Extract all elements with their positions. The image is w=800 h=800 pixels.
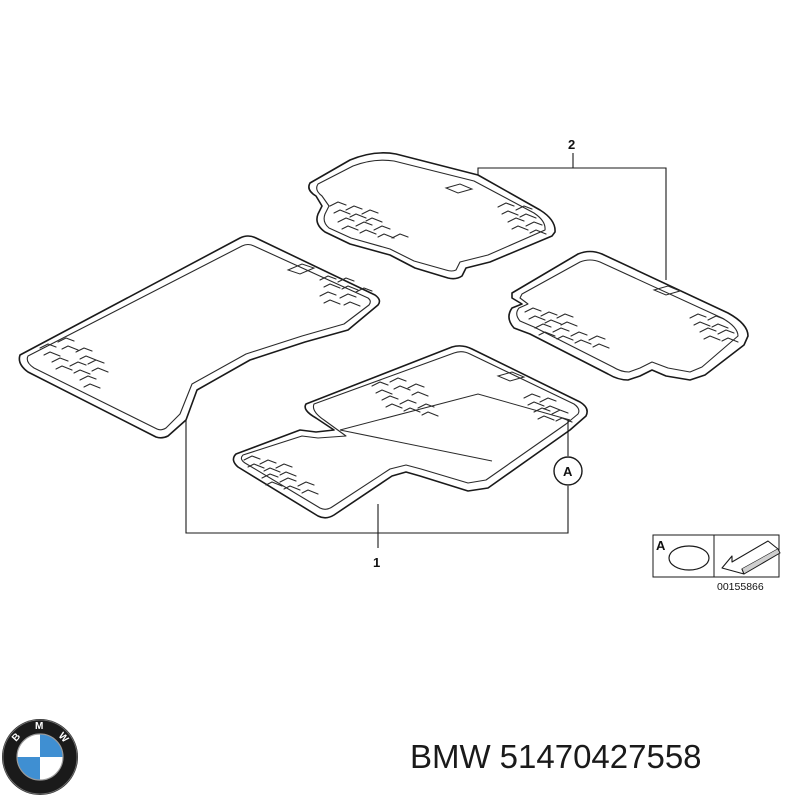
front-left-mat [18,235,381,439]
rear-right-logo-tag [652,285,682,296]
svg-text:M: M [35,721,43,732]
front-right-cleats [243,377,573,495]
callout-rear-mats: 2 [568,137,575,152]
brand-name: BMW [410,738,491,775]
callout-front-mats: 1 [373,555,380,570]
front-left-logo-tag [286,263,316,275]
rear-right-cleats [524,307,739,349]
front-right-logo-tag [496,371,526,382]
legend-letter: A [656,538,666,553]
fastener-clip-icon [668,545,710,571]
leader-lines [185,153,667,548]
front-right-mat [232,345,588,519]
rear-left-logo-tag [444,183,474,194]
bmw-logo: B M W [2,719,78,795]
front-left-cleats [39,275,373,389]
detail-legend: A 00155866 [652,534,781,593]
diagram-reference-number: 00155866 [717,581,764,593]
detail-a-marker-letter: A [563,464,573,479]
rear-right-mat [508,250,749,381]
detail-a-marker: A [553,456,583,486]
rear-left-mat [308,152,556,280]
rear-left-cleats [329,201,547,239]
part-number: 51470427558 [499,738,702,775]
